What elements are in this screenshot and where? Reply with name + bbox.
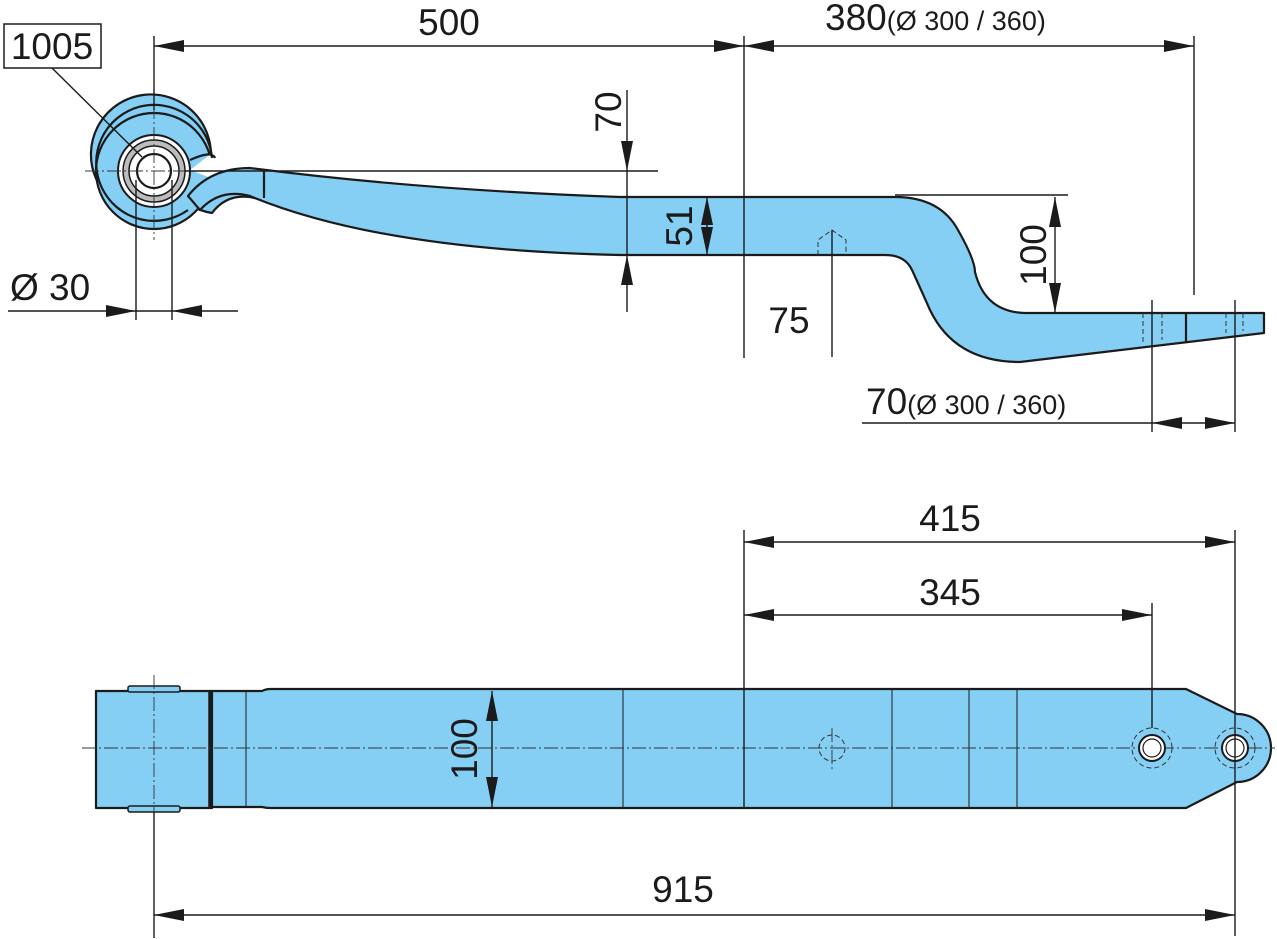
dim-380-value: 380 xyxy=(825,0,887,38)
spring-leaf xyxy=(186,166,1266,364)
arrowhead xyxy=(621,141,633,171)
part-number: 1005 xyxy=(11,26,93,67)
arrowhead xyxy=(486,691,498,721)
end-hole-1-outer xyxy=(1131,727,1173,769)
arrowhead xyxy=(621,255,633,285)
end-hole-1-hidden xyxy=(1142,313,1163,342)
dim-70-end-note: (Ø 300 / 360) xyxy=(907,390,1066,420)
arrowhead xyxy=(1164,40,1194,52)
end-hole-1-bore xyxy=(1142,738,1162,758)
dim-345-label: 345 xyxy=(919,572,981,613)
side-view: 500 380(Ø 300 / 360) 1005 70 51 100 75 xyxy=(3,0,1266,432)
leaf-top-outline xyxy=(210,687,1273,810)
end-hole-2-hidden xyxy=(1225,313,1244,333)
arrowhead xyxy=(1049,283,1061,313)
arrowhead xyxy=(154,909,184,921)
arrowhead xyxy=(714,40,744,52)
dim-380-label: 380(Ø 300 / 360) xyxy=(825,0,1046,38)
dim-70-label: 70 xyxy=(588,91,629,132)
dim-51-label: 51 xyxy=(659,205,700,246)
arrowhead xyxy=(701,227,713,255)
arrowhead xyxy=(106,305,136,317)
dim-70-end-label: 70(Ø 300 / 360) xyxy=(866,381,1066,422)
eye-gap-edge xyxy=(189,153,217,162)
arrowhead xyxy=(486,777,498,807)
arrowhead xyxy=(744,609,774,621)
arrowhead xyxy=(744,40,774,52)
dim-415-label: 415 xyxy=(919,498,981,539)
dim-75-label: 75 xyxy=(768,300,809,341)
part-number-box xyxy=(3,23,102,69)
arrowhead xyxy=(1152,417,1182,429)
dim-915-label: 915 xyxy=(652,869,714,910)
arrowhead xyxy=(744,536,774,548)
arrowhead xyxy=(172,305,202,317)
dim-70-end-value: 70 xyxy=(866,381,907,422)
arrowhead xyxy=(1122,609,1152,621)
dim-380-note: (Ø 300 / 360) xyxy=(887,6,1046,36)
arrowhead xyxy=(701,197,713,225)
top-view: 415 345 100 915 xyxy=(82,498,1275,938)
eye-gap xyxy=(190,150,216,180)
arrowhead xyxy=(1205,536,1235,548)
dim-d30-label: Ø 30 xyxy=(10,267,90,308)
eye-outline xyxy=(95,103,214,222)
dim-100-width-label: 100 xyxy=(444,718,485,780)
arrowhead xyxy=(1205,417,1235,429)
arrowhead xyxy=(154,40,184,52)
dim-500-label: 500 xyxy=(418,2,480,43)
dim-100-drop-label: 100 xyxy=(1013,224,1054,286)
end-hole-2-outer xyxy=(1214,727,1256,769)
arrowhead xyxy=(1049,197,1061,227)
part-number-leader xyxy=(51,67,143,158)
arrowhead xyxy=(1205,909,1235,921)
